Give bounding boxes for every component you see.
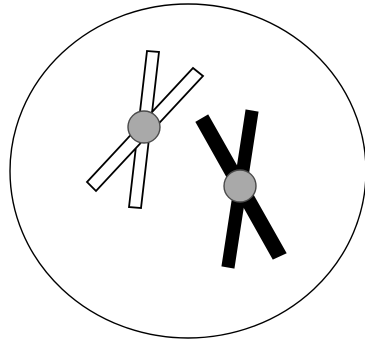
cell-membrane: [10, 4, 365, 338]
chromosome-unshaded-centromere: [128, 111, 160, 143]
chromosome-shaded-centromere: [224, 170, 256, 202]
